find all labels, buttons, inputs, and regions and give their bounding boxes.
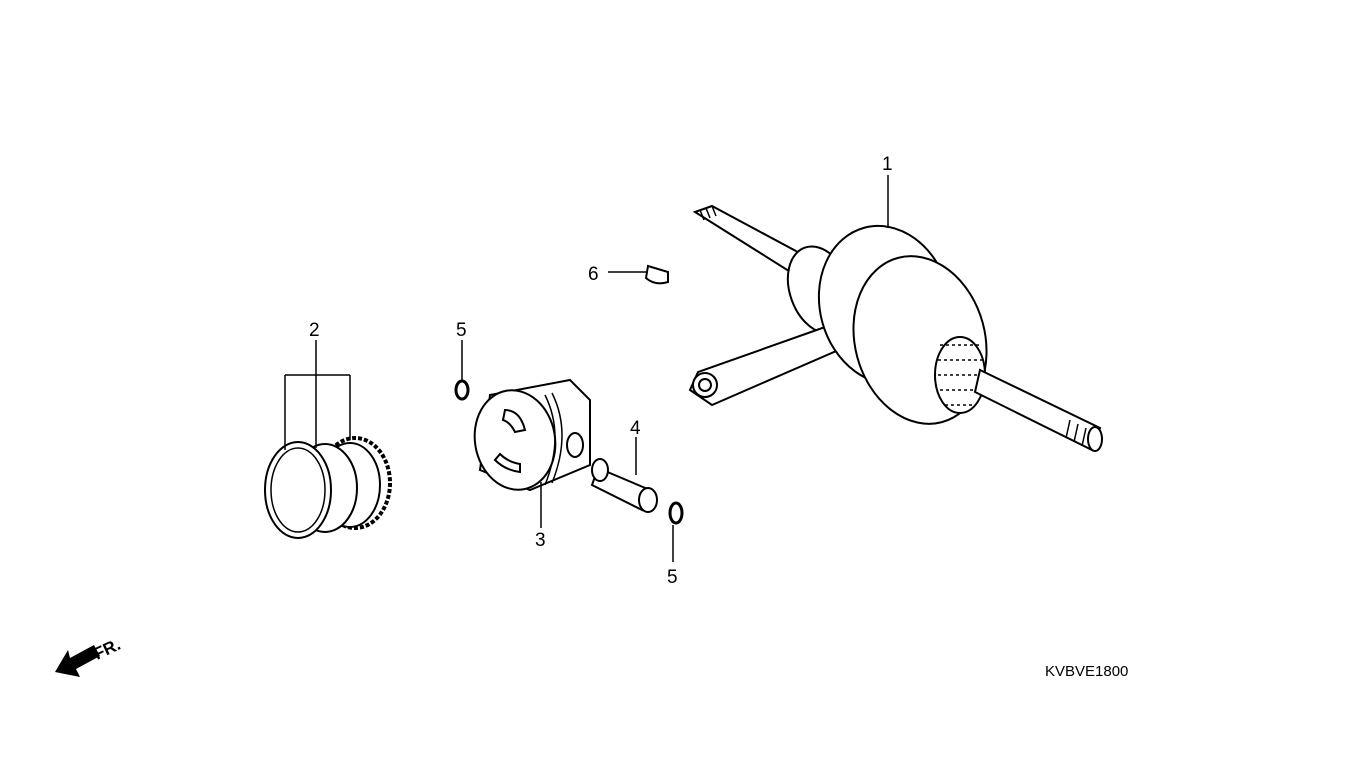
piston[interactable] bbox=[467, 378, 591, 496]
label-3: 3 bbox=[535, 530, 546, 551]
woodruff-key[interactable] bbox=[644, 264, 669, 285]
piston-ring-set[interactable] bbox=[264, 436, 392, 539]
label-2: 2 bbox=[309, 320, 320, 341]
label-5a: 5 bbox=[456, 320, 467, 341]
label-5b: 5 bbox=[667, 567, 678, 588]
piston-pin-clip-lower[interactable] bbox=[668, 501, 684, 525]
label-6: 6 bbox=[588, 264, 599, 285]
label-1: 1 bbox=[882, 154, 893, 175]
label-4: 4 bbox=[630, 418, 641, 439]
piston-pin-clip-upper[interactable] bbox=[454, 379, 470, 401]
diagram-code: KVBVE1800 bbox=[1045, 663, 1128, 680]
front-direction-label: FR. bbox=[91, 635, 124, 664]
leader-lines bbox=[284, 175, 889, 562]
crankshaft[interactable] bbox=[688, 204, 1103, 452]
piston-pin[interactable] bbox=[590, 458, 658, 513]
front-direction-arrow-icon: FR. bbox=[55, 635, 124, 677]
